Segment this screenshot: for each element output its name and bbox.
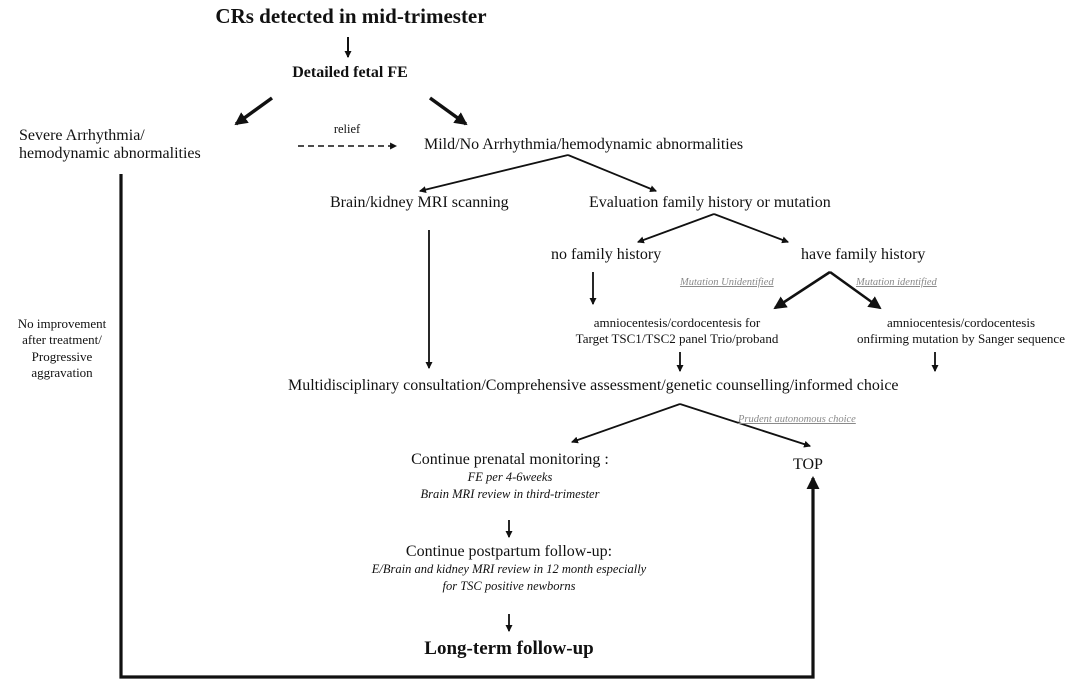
- label-relief: relief: [333, 122, 361, 136]
- node-severe-arrhythmia: Severe Arrhythmia/ hemodynamic abnormali…: [19, 127, 201, 162]
- continue-prenatal-title: Continue prenatal monitoring :: [411, 451, 609, 468]
- label-mutation-identified: Mutation identified: [856, 277, 937, 288]
- continue-postpartum-title: Continue postpartum follow-up:: [405, 543, 613, 560]
- node-mild-no-arrhythmia: Mild/No Arrhythmia/hemodynamic abnormali…: [424, 136, 744, 153]
- arrow-mild-to-evaluation: [567, 154, 657, 192]
- node-multidisciplinary: Multidisciplinary consultation/Comprehen…: [288, 377, 899, 394]
- node-long-term: Long-term follow-up: [424, 638, 594, 659]
- node-amnio-sanger: amniocentesis/cordocentesis onfirming mu…: [857, 315, 1065, 348]
- brain-mri-review: Brain MRI review in third-trimester: [420, 486, 600, 501]
- arrow-unidentified-to-amnio: [773, 270, 831, 310]
- label-prudent-choice: Prudent autonomous choice: [738, 414, 856, 425]
- no-improvement-line1: No improvement: [17, 316, 107, 331]
- label-mutation-unidentified: Mutation Unidentified: [680, 277, 774, 288]
- arrow-identified-to-sanger: [829, 270, 882, 310]
- no-improvement-line2: after treatment/: [22, 332, 102, 348]
- postpartum-line1: E/Brain and kidney MRI review in 12 mont…: [371, 562, 647, 577]
- node-top: TOP: [793, 456, 823, 473]
- postpartum-line2: for TSC positive newborns: [442, 579, 576, 594]
- arrow-mild-to-mri: [418, 154, 569, 193]
- arrow-evaluation-to-no-history: [637, 213, 715, 244]
- arrow-multi-to-prenatal: [571, 403, 681, 444]
- node-crs-detected: CRs detected in mid-trimester: [215, 4, 487, 28]
- arrow-fe-to-severe: [234, 96, 274, 126]
- node-continue-prenatal: Continue prenatal monitoring : FE per 4-…: [411, 451, 609, 502]
- node-amnio-target: amniocentesis/cordocentesis for Target T…: [576, 315, 779, 348]
- amnio-sanger-line2: onfirming mutation by Sanger sequence: [857, 331, 1065, 347]
- amnio-sanger-line1: amniocentesis/cordocentesis: [886, 315, 1036, 330]
- no-improvement-line4: aggravation: [31, 364, 93, 380]
- severe-arrhythmia-line1: Severe Arrhythmia/: [19, 127, 145, 144]
- fe-per-weeks: FE per 4-6weeks: [467, 470, 553, 485]
- node-detailed-fe: Detailed fetal FE: [292, 64, 408, 81]
- node-have-family-history: have family history: [801, 246, 926, 263]
- arrow-evaluation-to-have-history: [713, 213, 789, 244]
- amnio-target-line1: amniocentesis/cordocentesis for: [593, 315, 761, 330]
- severe-arrhythmia-line2: hemodynamic abnormalities: [19, 144, 201, 162]
- arrow-severe-to-top-loop: [119, 174, 820, 679]
- node-brain-kidney-mri: Brain/kidney MRI scanning: [330, 194, 509, 211]
- amnio-target-line2: Target TSC1/TSC2 panel Trio/proband: [575, 331, 779, 347]
- node-no-family-history: no family history: [551, 246, 662, 263]
- no-improvement-line3: Progressive: [31, 348, 93, 364]
- node-continue-postpartum: Continue postpartum follow-up: E/Brain a…: [372, 542, 646, 595]
- node-evaluation-family: Evaluation family history or mutation: [589, 194, 831, 211]
- arrow-fe-to-mild: [428, 96, 468, 126]
- arrow-multi-to-top: [679, 403, 811, 448]
- node-no-improvement: No improvement after treatment/ Progress…: [18, 316, 106, 381]
